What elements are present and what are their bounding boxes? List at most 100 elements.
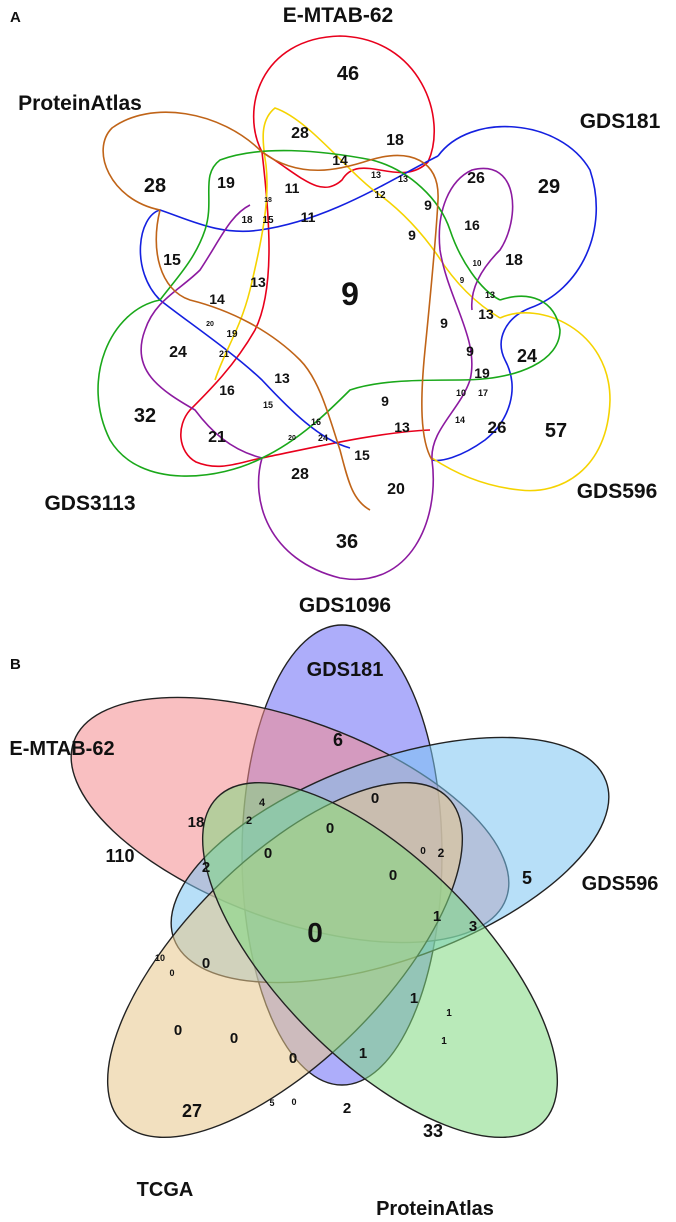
venn-a-center-value: 9 bbox=[341, 276, 359, 312]
venn-a-region: 28 bbox=[291, 466, 309, 483]
venn-b-region: 0 bbox=[202, 955, 210, 972]
venn-b-region: 0 bbox=[169, 968, 174, 978]
venn-b-region: 10 bbox=[155, 953, 165, 963]
venn-a-region: 9 bbox=[460, 276, 465, 285]
venn-a-region: 15 bbox=[354, 447, 370, 463]
venn-a-region: 36 bbox=[336, 531, 358, 553]
venn-a-region: 28 bbox=[144, 175, 166, 197]
venn-a-region: 15 bbox=[262, 215, 274, 226]
venn-b-region: 0 bbox=[389, 867, 397, 884]
venn-a-region: 18 bbox=[505, 252, 523, 269]
venn-b-region: 0 bbox=[264, 845, 272, 862]
set-ellipse-proteinatlas bbox=[201, 781, 559, 1139]
set-outline-gds3113 bbox=[97, 149, 561, 477]
set-outline-gds1096 bbox=[140, 167, 514, 581]
venn-a-region: 21 bbox=[219, 349, 229, 359]
venn-b-region: 5 bbox=[522, 868, 532, 888]
venn-b-region: 5 bbox=[269, 1098, 274, 1108]
venn-b-center-value: 0 bbox=[307, 917, 323, 948]
set-label-gds181: GDS181 bbox=[307, 659, 384, 681]
venn-b-region: 2 bbox=[202, 859, 210, 876]
venn-a-region: 29 bbox=[538, 176, 560, 198]
set-label-proteinatlas: ProteinAtlas bbox=[376, 1198, 494, 1220]
venn-a-region: 19 bbox=[217, 175, 235, 192]
venn-a-region: 26 bbox=[467, 170, 485, 187]
set-label-tcga: TCGA bbox=[137, 1179, 194, 1201]
set-outline-gds181 bbox=[139, 125, 598, 462]
venn-b-region: 2 bbox=[246, 815, 252, 827]
venn-a-region: 9 bbox=[408, 227, 416, 243]
venn-a-region: 10 bbox=[456, 388, 466, 398]
venn-a-region: 24 bbox=[169, 344, 187, 361]
set-label-gds596: GDS596 bbox=[582, 873, 659, 895]
venn-a-region: 9 bbox=[424, 197, 432, 213]
panel-a: A E-MTAB-62 GDS181 GDS596 GDS1096 GDS311… bbox=[10, 4, 661, 617]
set-label-gds596: GDS596 bbox=[577, 480, 658, 503]
set-outline-gds596 bbox=[214, 107, 611, 492]
venn-a-region: 13 bbox=[478, 306, 494, 322]
venn-a-region: 20 bbox=[387, 481, 405, 498]
venn-b-region: 0 bbox=[291, 1097, 296, 1107]
venn-a-region: 14 bbox=[455, 415, 465, 425]
panel-b: B GDS181 E-MTAB-62 GDS596 TCGA ProteinAt… bbox=[9, 624, 659, 1220]
venn-a-region: 14 bbox=[332, 152, 348, 168]
venn-a-region: 46 bbox=[337, 63, 359, 85]
venn-a-region: 11 bbox=[285, 180, 300, 196]
panel-a-tag: A bbox=[10, 9, 21, 26]
venn-a-region: 9 bbox=[440, 315, 448, 331]
venn-b-region: 1 bbox=[410, 990, 418, 1007]
venn-a-region: 13 bbox=[394, 419, 410, 435]
venn-b-region: 1 bbox=[433, 908, 441, 925]
venn-a-region: 15 bbox=[163, 252, 181, 269]
set-label-gds3113: GDS3113 bbox=[44, 492, 135, 515]
venn-a-region: 14 bbox=[209, 291, 225, 307]
venn-a-region: 13 bbox=[250, 274, 266, 290]
set-label-gds181: GDS181 bbox=[580, 110, 661, 133]
venn-a-region: 15 bbox=[263, 400, 273, 410]
venn-b-region: 1 bbox=[359, 1045, 367, 1062]
venn-a-region: 18 bbox=[241, 215, 253, 226]
venn-a-region: 18 bbox=[386, 132, 404, 149]
panel-b-tag: B bbox=[10, 656, 21, 673]
venn-a-region: 13 bbox=[398, 174, 408, 184]
venn-a-region: 26 bbox=[488, 418, 507, 437]
venn-a-region: 19 bbox=[226, 329, 238, 340]
venn-b-region: 0 bbox=[230, 1030, 238, 1047]
set-label-proteinatlas: ProteinAtlas bbox=[18, 92, 142, 115]
venn-a-region: 20 bbox=[288, 435, 296, 442]
venn-a-region: 21 bbox=[208, 429, 226, 446]
venn-b-region: 6 bbox=[333, 730, 343, 750]
venn-b-region: 4 bbox=[259, 797, 266, 809]
venn-b-region: 2 bbox=[438, 846, 445, 860]
venn-a-region: 24 bbox=[517, 346, 537, 366]
venn-a-region: 12 bbox=[374, 190, 386, 201]
venn-b-region: 27 bbox=[182, 1101, 202, 1121]
venn-a-region: 13 bbox=[371, 170, 381, 180]
set-outline-proteinatlas bbox=[102, 111, 439, 511]
venn-b-region: 1 bbox=[446, 1008, 452, 1019]
venn-a-region: 32 bbox=[134, 405, 156, 427]
set-label-e-mtab-62: E-MTAB-62 bbox=[283, 4, 393, 27]
venn-a-region: 9 bbox=[466, 343, 474, 359]
venn-b-region: 0 bbox=[289, 1050, 297, 1067]
venn-b-region: 0 bbox=[174, 1022, 182, 1039]
set-outline-e-mtab-62 bbox=[180, 35, 436, 468]
venn-a-region: 28 bbox=[291, 125, 309, 142]
venn-a-region: 20 bbox=[206, 321, 214, 328]
set-label-e-mtab-62: E-MTAB-62 bbox=[9, 738, 114, 760]
venn-b-region: 0 bbox=[371, 790, 379, 807]
venn-a-region: 24 bbox=[318, 433, 328, 443]
venn-a-region: 57 bbox=[545, 420, 567, 442]
venn-a-region: 10 bbox=[473, 259, 482, 268]
venn-b-region: 0 bbox=[326, 820, 334, 837]
venn-b-region: 2 bbox=[343, 1100, 351, 1117]
venn-a-region: 16 bbox=[464, 217, 480, 233]
venn-a-region: 18 bbox=[264, 197, 272, 204]
venn-b-region: 0 bbox=[420, 846, 426, 857]
venn-b-region: 110 bbox=[105, 846, 134, 866]
venn-a-region: 13 bbox=[274, 370, 290, 386]
venn-a-region: 16 bbox=[311, 417, 321, 427]
venn-a-region: 17 bbox=[478, 388, 488, 398]
venn-b-region: 1 bbox=[441, 1036, 447, 1047]
